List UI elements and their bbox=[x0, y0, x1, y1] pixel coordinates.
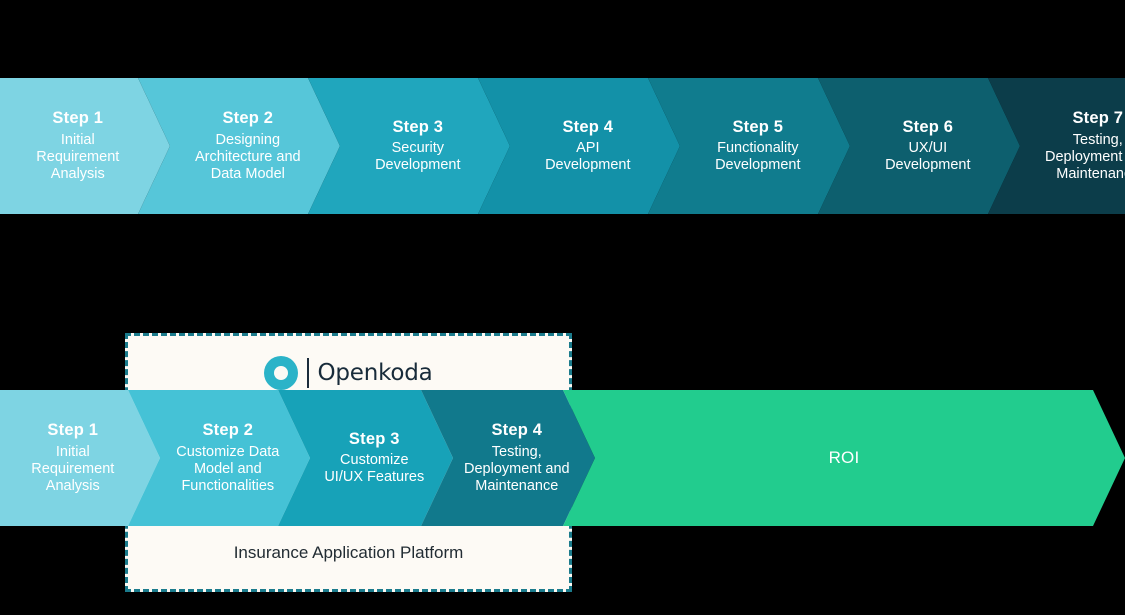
step-title: Step 3 bbox=[392, 117, 444, 136]
arrow-shape bbox=[278, 390, 453, 526]
step-title: Step 5 bbox=[732, 117, 784, 136]
arrow-shape bbox=[988, 78, 1125, 214]
arrow-shape bbox=[563, 390, 1125, 526]
step-title: Step 4 bbox=[491, 421, 543, 440]
step-title: Step 2 bbox=[202, 421, 254, 440]
arrow-shape bbox=[818, 78, 1020, 214]
step-title: Step 1 bbox=[52, 109, 104, 128]
step-title: Step 2 bbox=[222, 109, 274, 128]
arrow-shape bbox=[421, 390, 595, 526]
openkoda-ring-logo-icon bbox=[264, 356, 299, 390]
openkoda-logo: Openkoda bbox=[128, 356, 569, 390]
arrow-shape bbox=[308, 78, 510, 214]
platform-caption: Insurance Application Platform bbox=[233, 543, 464, 562]
arrow-shape bbox=[478, 78, 680, 214]
arrow-shape bbox=[648, 78, 850, 214]
step-title: ROI bbox=[828, 447, 860, 467]
logo-divider bbox=[307, 358, 310, 388]
step-title: Step 6 bbox=[902, 117, 954, 136]
step-title: Step 7 bbox=[1072, 109, 1124, 128]
arrow-shape bbox=[0, 390, 160, 526]
arrow-shape bbox=[128, 390, 310, 526]
step-title: Step 4 bbox=[562, 117, 614, 136]
arrow-shape bbox=[0, 78, 170, 214]
arrow-shape bbox=[138, 78, 340, 214]
openkoda-outcome-roi: ROI bbox=[563, 390, 1125, 526]
step-title: Step 1 bbox=[47, 421, 99, 440]
openkoda-logo-text: Openkoda bbox=[317, 360, 433, 386]
step-title: Step 3 bbox=[348, 429, 400, 448]
